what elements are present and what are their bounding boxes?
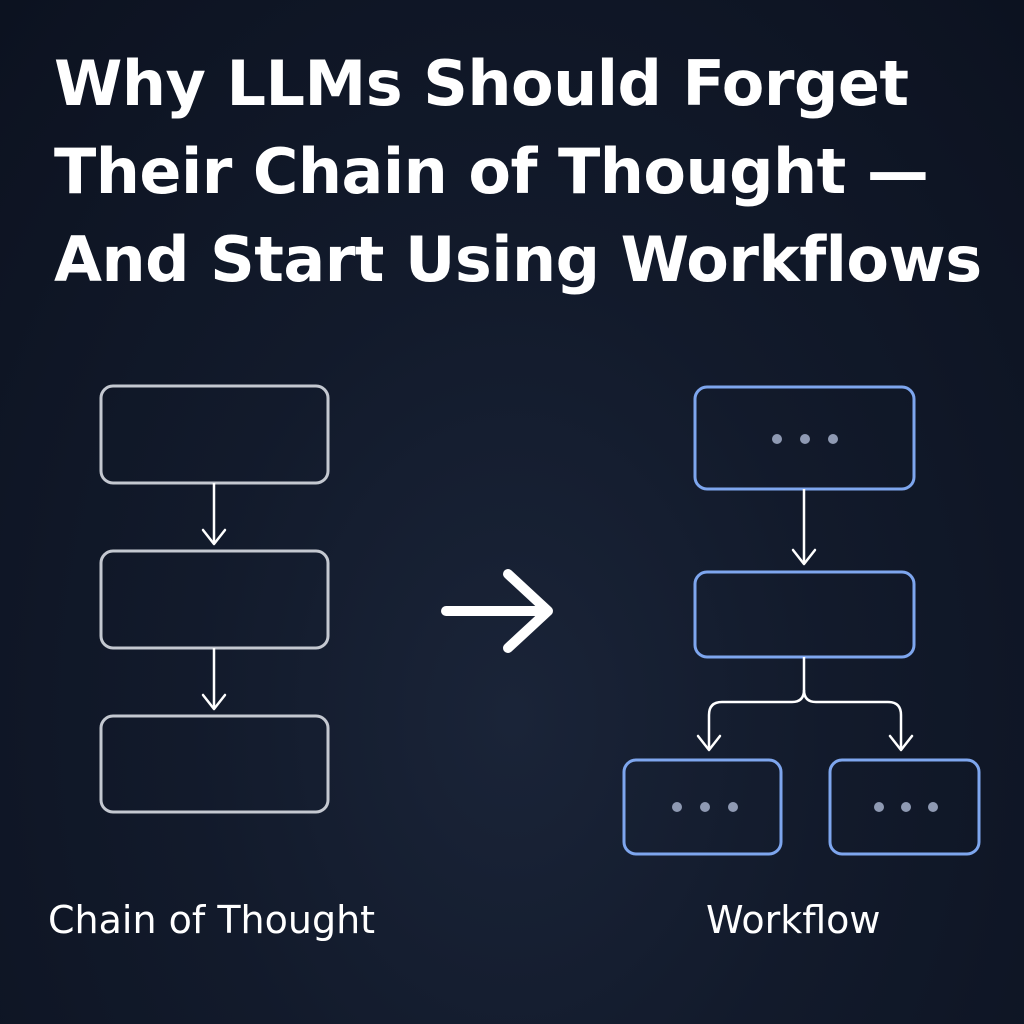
workflow-branch-left [707,657,806,750]
workflow-branch-right [802,689,903,750]
cot-step-box-3 [99,714,330,814]
workflow-box-bottom-left [622,758,783,856]
cot-step-box-1 [99,384,330,485]
workflow-diagram [622,385,981,856]
page-title: Why LLMs Should Forget Their Chain of Th… [54,40,1014,304]
workflow-arrowhead-left [696,734,722,752]
workflow-box-top-dots-icon [772,434,838,444]
title-line-2: Their Chain of Thought — [54,135,929,208]
cot-step-box-2 [99,549,330,650]
chain-of-thought-caption: Chain of Thought [48,898,376,942]
title-line-1: Why LLMs Should Forget [54,47,909,120]
workflow-box-bottom-right [828,758,981,856]
workflow-arrowhead-right [888,734,914,752]
transition-arrow-icon [441,569,553,653]
workflow-caption: Workflow [706,898,881,942]
chain-of-thought-diagram [99,384,330,814]
workflow-box-bottom-left-dots-icon [672,802,738,812]
workflow-arrowhead-top [791,548,817,566]
cot-arrowhead-2 [201,693,227,711]
workflow-box-bottom-right-dots-icon [874,802,938,812]
title-line-3: And Start Using Workflows [54,223,982,296]
workflow-box-middle [693,570,916,659]
cot-arrowhead-1 [201,528,227,546]
